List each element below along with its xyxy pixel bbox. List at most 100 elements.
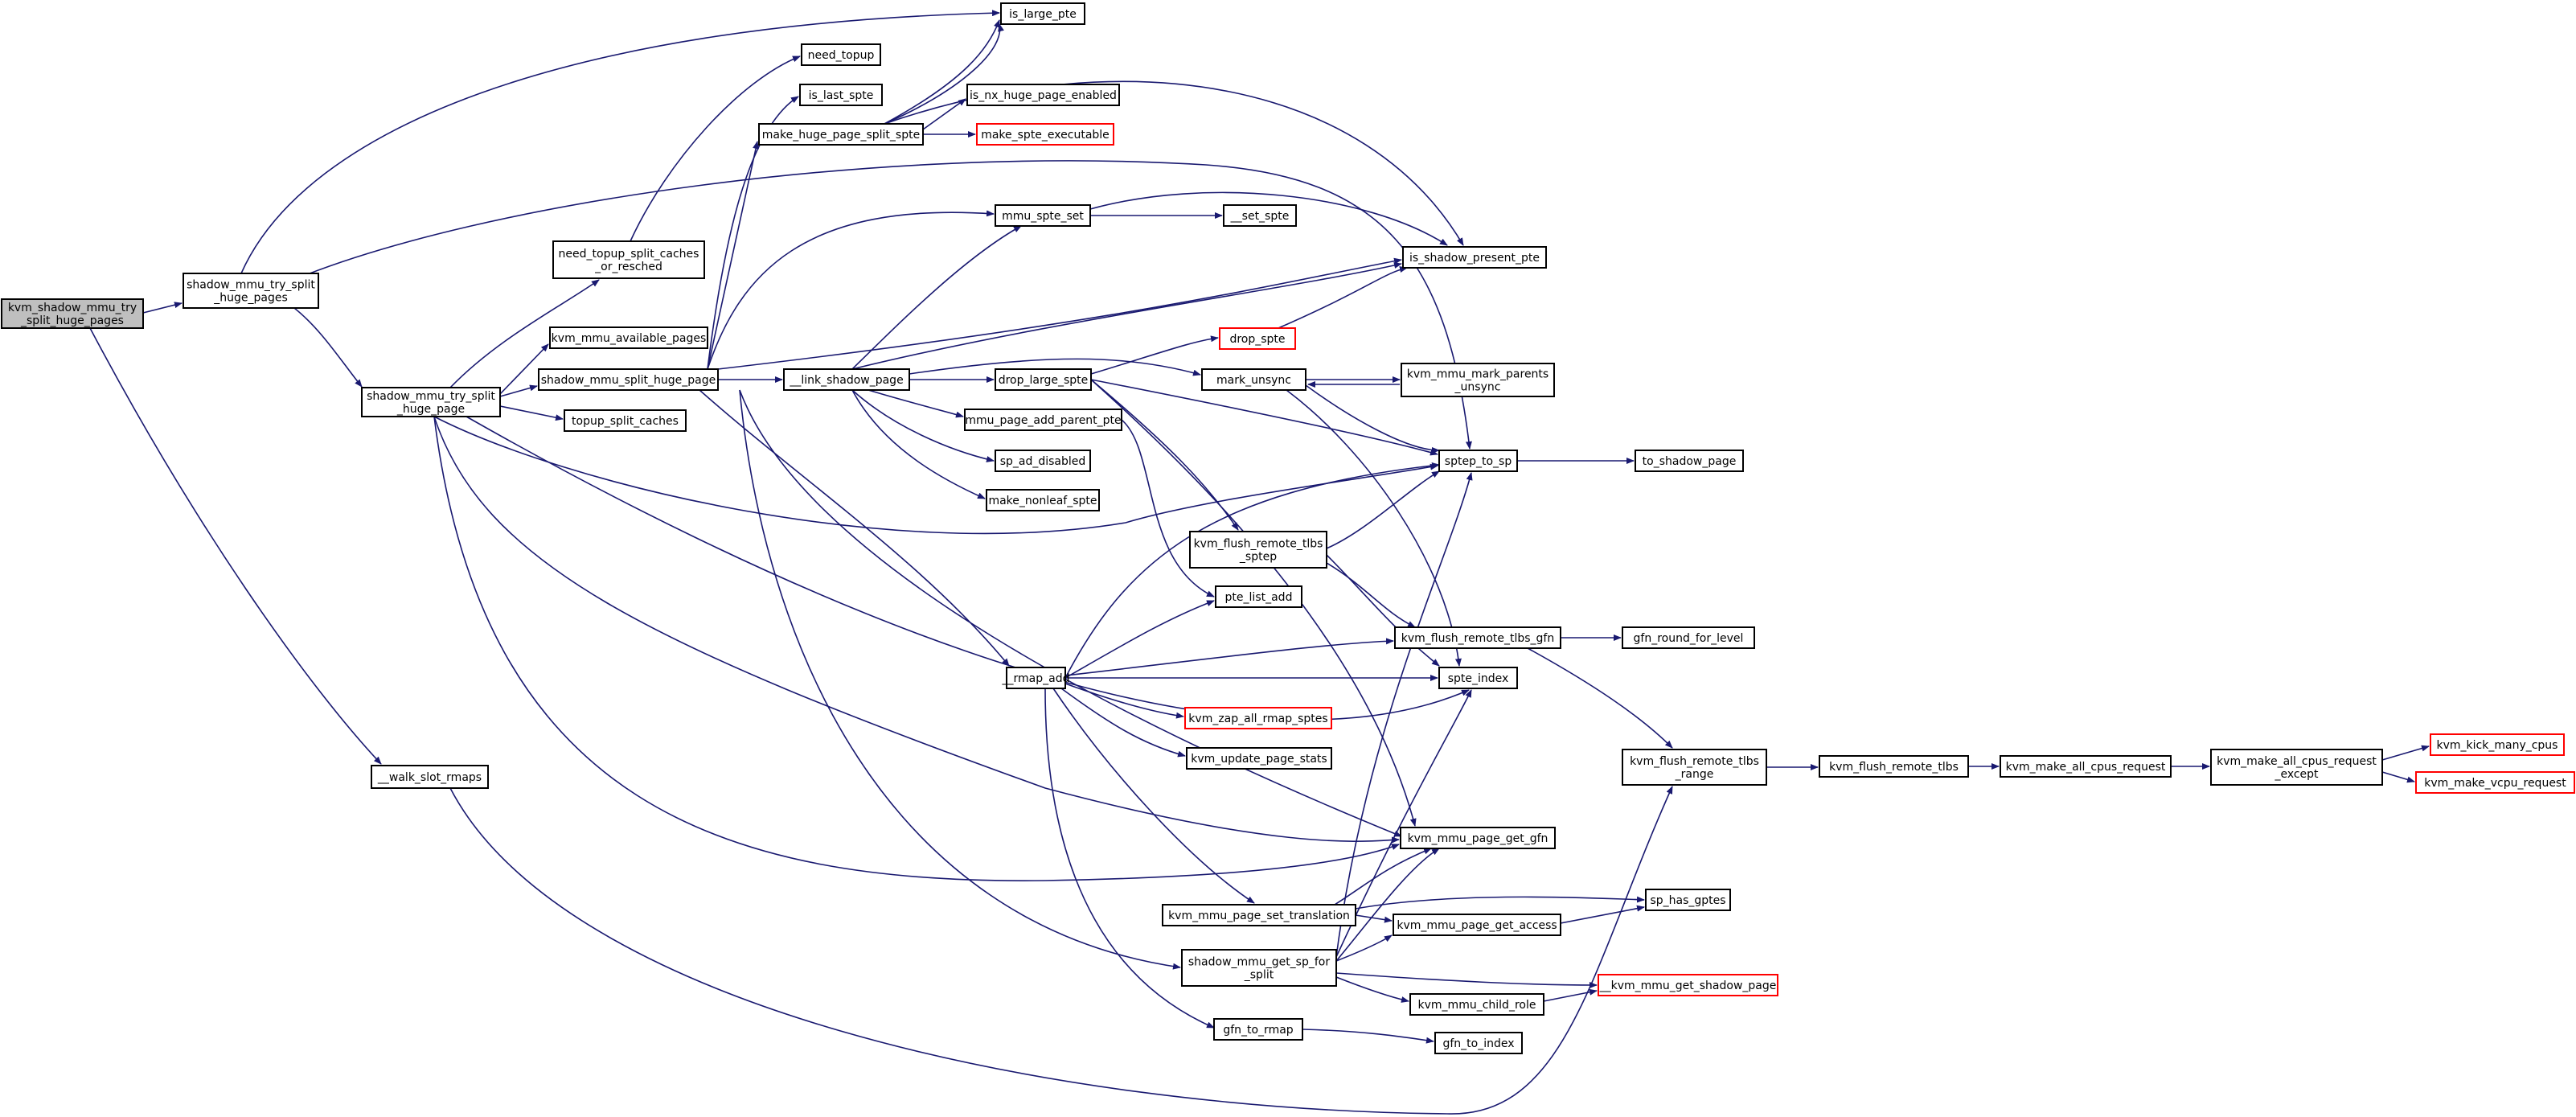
graph-node-hasgptes[interactable]: sp_has_gptes bbox=[1645, 889, 1731, 911]
graph-node-islast[interactable]: is_last_spte bbox=[799, 84, 883, 106]
graph-node-ptelist[interactable]: pte_list_add bbox=[1215, 585, 1302, 608]
graph-node-islarge[interactable]: is_large_pte bbox=[1000, 2, 1085, 25]
node-label: shadow_mmu_split_huge_page bbox=[541, 374, 716, 387]
node-label: shadow_mmu_get_sp_for bbox=[1188, 956, 1330, 969]
graph-node-spteindex[interactable]: spte_index bbox=[1438, 667, 1518, 689]
call-edge-52 bbox=[1064, 600, 1215, 679]
call-edge-49 bbox=[1326, 554, 1440, 667]
graph-node-getsp[interactable]: shadow_mmu_get_sp_for_split bbox=[1181, 949, 1337, 987]
graph-node-flushgfn[interactable]: kvm_flush_remote_tlbs_gfn bbox=[1394, 626, 1561, 649]
node-box bbox=[371, 765, 489, 789]
graph-node-gfnround[interactable]: gfn_round_for_level bbox=[1622, 626, 1755, 649]
graph-node-isnx[interactable]: is_nx_huge_page_enabled bbox=[966, 84, 1120, 106]
node-box bbox=[2430, 733, 2565, 756]
node-label: kvm_make_all_cpus_request bbox=[2006, 761, 2166, 774]
node-label: _except bbox=[2274, 768, 2319, 781]
node-label: mmu_page_add_parent_pte bbox=[965, 414, 1121, 427]
call-edge-26 bbox=[922, 98, 966, 130]
node-label: kvm_make_vcpu_request bbox=[2424, 777, 2566, 790]
graph-node-dropspte[interactable]: drop_spte bbox=[1219, 327, 1296, 350]
node-box bbox=[1409, 993, 1544, 1016]
graph-node-smtshp[interactable]: shadow_mmu_try_split_huge_pages bbox=[183, 273, 319, 309]
graph-node-updstats[interactable]: kvm_update_page_stats bbox=[1186, 747, 1332, 770]
graph-node-topup[interactable]: topup_split_caches bbox=[564, 409, 687, 432]
graph-node-childrole[interactable]: kvm_mmu_child_role bbox=[1409, 993, 1544, 1016]
graph-node-vcpureq[interactable]: kvm_make_vcpu_request bbox=[2415, 771, 2575, 794]
graph-node-gfntormap[interactable]: gfn_to_rmap bbox=[1213, 1018, 1303, 1041]
node-label: kvm_flush_remote_tlbs bbox=[1829, 761, 1959, 774]
node-box bbox=[1438, 450, 1518, 472]
node-label: gfn_to_rmap bbox=[1223, 1024, 1293, 1037]
call-edge-24 bbox=[884, 19, 1000, 125]
graph-node-smtshpg[interactable]: shadow_mmu_try_split_huge_page bbox=[361, 387, 501, 417]
node-label: gfn_round_for_level bbox=[1634, 632, 1744, 645]
node-label: kvm_flush_remote_tlbs bbox=[1194, 538, 1323, 551]
node-label: kvm_update_page_stats bbox=[1191, 753, 1327, 766]
graph-node-getgfn[interactable]: kvm_mmu_page_get_gfn bbox=[1400, 827, 1556, 849]
call-edge-57 bbox=[1052, 688, 1255, 904]
node-label: sptep_to_sp bbox=[1445, 455, 1512, 468]
graph-node-allcpusexc[interactable]: kvm_make_all_cpus_request_except bbox=[2210, 749, 2383, 786]
node-label: make_nonleaf_spte bbox=[988, 495, 1097, 507]
graph-node-walk[interactable]: __walk_slot_rmaps bbox=[371, 765, 489, 789]
call-edge-3 bbox=[240, 10, 1000, 274]
graph-node-addparent[interactable]: mmu_page_add_parent_pte bbox=[964, 409, 1122, 431]
node-label: mmu_spte_set bbox=[1002, 210, 1084, 223]
graph-node-gfntoindex[interactable]: gfn_to_index bbox=[1434, 1032, 1523, 1054]
graph-node-markunsync[interactable]: mark_unsync bbox=[1201, 368, 1306, 391]
node-box bbox=[549, 326, 708, 349]
call-edge-10 bbox=[499, 405, 564, 421]
graph-node-makeexec[interactable]: make_spte_executable bbox=[976, 123, 1114, 146]
graph-node-nonleaf[interactable]: make_nonleaf_spte bbox=[986, 489, 1100, 511]
graph-node-flushtlbs[interactable]: kvm_flush_remote_tlbs bbox=[1819, 755, 1969, 778]
graph-node-needtopup[interactable]: need_topup bbox=[801, 43, 881, 66]
graph-node-link[interactable]: __link_shadow_page bbox=[783, 368, 910, 391]
call-edge-48 bbox=[1326, 470, 1440, 549]
graph-node-zap[interactable]: kvm_zap_all_rmap_sptes bbox=[1184, 707, 1332, 729]
node-box bbox=[976, 123, 1114, 146]
graph-node-rmapadd[interactable]: __rmap_add bbox=[1002, 667, 1070, 689]
call-edge-77 bbox=[1543, 988, 1598, 1002]
call-edge-71 bbox=[1335, 472, 1473, 958]
call-edge-41 bbox=[1278, 266, 1408, 329]
graph-node-spad[interactable]: sp_ad_disabled bbox=[995, 450, 1091, 472]
graph-node-sptep[interactable]: sptep_to_sp bbox=[1438, 450, 1518, 472]
call-edge-55 bbox=[1064, 683, 1184, 719]
graph-node-needtopupsplit[interactable]: need_topup_split_caches_or_resched bbox=[552, 240, 705, 279]
graph-node-toshadow[interactable]: to_shadow_page bbox=[1635, 450, 1744, 472]
node-label: kvm_shadow_mmu_try bbox=[8, 302, 137, 314]
graph-node-allcpus[interactable]: kvm_make_all_cpus_request bbox=[2000, 755, 2172, 778]
graph-node-mmuset[interactable]: mmu_spte_set bbox=[995, 204, 1091, 227]
call-edge-51 bbox=[1064, 462, 1440, 679]
node-label: need_topup bbox=[808, 49, 875, 62]
graph-node-droplarge[interactable]: drop_large_spte bbox=[995, 368, 1092, 391]
graph-node-settrans[interactable]: kvm_mmu_page_set_translation bbox=[1162, 904, 1356, 926]
call-edge-19 bbox=[717, 257, 1402, 370]
graph-node-markparents[interactable]: kvm_mmu_mark_parents_unsync bbox=[1401, 363, 1555, 397]
call-edge-11 bbox=[433, 416, 1438, 535]
graph-node-flushsptep[interactable]: kvm_flush_remote_tlbs_sptep bbox=[1189, 531, 1327, 569]
node-box bbox=[2210, 749, 2383, 786]
graph-node-kick[interactable]: kvm_kick_many_cpus bbox=[2430, 733, 2565, 756]
graph-node-smshp[interactable]: shadow_mmu_split_huge_page bbox=[538, 368, 719, 391]
node-box bbox=[1215, 585, 1302, 608]
node-box bbox=[1, 298, 144, 329]
graph-node-avail[interactable]: kvm_mmu_available_pages bbox=[549, 326, 708, 349]
graph-node-present[interactable]: is_shadow_present_pte bbox=[1402, 246, 1547, 269]
graph-node-setspte[interactable]: __set_spte bbox=[1223, 204, 1297, 227]
node-box bbox=[1186, 747, 1332, 770]
graph-node-makehuge[interactable]: make_huge_page_split_spte bbox=[758, 123, 924, 146]
node-box bbox=[783, 368, 910, 391]
node-label: is_last_spte bbox=[809, 89, 874, 102]
call-edge-12 bbox=[433, 416, 1400, 844]
graph-node-getshadow[interactable]: __kvm_mmu_get_shadow_page bbox=[1598, 974, 1778, 996]
call-edge-44 bbox=[1305, 384, 1440, 454]
node-layer: kvm_shadow_mmu_try_split_huge_pagesshado… bbox=[1, 2, 2575, 1054]
node-label: __walk_slot_rmaps bbox=[377, 771, 482, 784]
graph-node-flushrange[interactable]: kvm_flush_remote_tlbs_range bbox=[1622, 749, 1767, 786]
graph-node-getaccess[interactable]: kvm_mmu_page_get_access bbox=[1393, 914, 1561, 936]
node-box bbox=[1201, 368, 1306, 391]
node-label: drop_large_spte bbox=[999, 374, 1089, 387]
call-edge-8 bbox=[499, 343, 549, 395]
node-label: _sptep bbox=[1239, 551, 1277, 564]
